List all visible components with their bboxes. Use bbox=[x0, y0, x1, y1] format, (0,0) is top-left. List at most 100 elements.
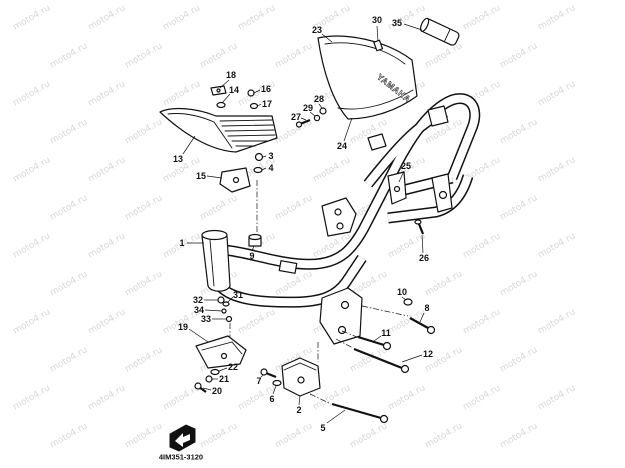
side-cover-bottom-flange bbox=[337, 89, 414, 110]
watermark-text: moto4.ru bbox=[499, 421, 540, 450]
callout-9: 9 bbox=[249, 251, 254, 261]
callout-20: 20 bbox=[212, 386, 222, 396]
leader-line bbox=[202, 387, 212, 391]
frame-rear-bracket-hole bbox=[438, 190, 448, 200]
callout-19: 19 bbox=[178, 322, 188, 332]
part-21 bbox=[205, 375, 213, 383]
callout-31: 31 bbox=[233, 290, 243, 300]
part-19-fold bbox=[201, 341, 243, 355]
callout-16: 16 bbox=[261, 84, 271, 94]
callout-14: 14 bbox=[229, 85, 239, 95]
leader-line bbox=[272, 385, 277, 395]
watermark-text: moto4.ru bbox=[49, 41, 90, 70]
part-8-shaft bbox=[409, 317, 429, 329]
callout-27: 27 bbox=[291, 112, 301, 122]
part-10 bbox=[403, 298, 413, 306]
leader-line bbox=[398, 170, 405, 183]
arrow-icon-mark bbox=[175, 433, 190, 447]
watermark-text: moto4.ru bbox=[87, 307, 128, 336]
callout-26: 26 bbox=[419, 253, 429, 263]
leader-line bbox=[227, 296, 234, 303]
watermark-text: moto4.ru bbox=[424, 421, 465, 450]
part-26-head bbox=[414, 219, 422, 225]
callout-12: 12 bbox=[423, 349, 433, 359]
leader-line bbox=[221, 93, 231, 104]
frame-center-hanger bbox=[321, 197, 357, 237]
watermark-text: moto4.ru bbox=[312, 155, 353, 184]
callout-1: 1 bbox=[179, 238, 184, 248]
callout-35: 35 bbox=[392, 18, 402, 28]
leader-line bbox=[260, 374, 264, 378]
leader-line bbox=[300, 117, 307, 121]
callout-4: 4 bbox=[268, 163, 273, 173]
callout-17: 17 bbox=[262, 99, 272, 109]
leader-line bbox=[262, 155, 267, 158]
leader-line bbox=[343, 117, 353, 142]
watermark-text: moto4.ru bbox=[462, 383, 503, 412]
callout-2: 2 bbox=[296, 405, 301, 415]
assembly-line bbox=[341, 330, 358, 338]
watermark-text: moto4.ru bbox=[12, 383, 53, 412]
part-11-head bbox=[382, 341, 392, 351]
part-35-end bbox=[419, 17, 430, 32]
watermark-text: moto4.ru bbox=[499, 193, 540, 222]
watermark-text: moto4.ru bbox=[49, 269, 90, 298]
callout-30: 30 bbox=[372, 15, 382, 25]
part-20-head bbox=[194, 382, 202, 390]
watermark-text: moto4.ru bbox=[237, 3, 278, 32]
leader-line bbox=[204, 309, 223, 312]
part-18-hole bbox=[216, 88, 221, 93]
callout-5: 5 bbox=[320, 423, 325, 433]
watermark-text: moto4.ru bbox=[199, 41, 240, 70]
watermark-text: moto4.ru bbox=[12, 231, 53, 260]
watermark-text: moto4.ru bbox=[462, 231, 503, 260]
part-19-hole bbox=[220, 352, 228, 360]
arrow-icon bbox=[169, 424, 196, 452]
callout-11: 11 bbox=[381, 328, 391, 338]
watermark-text: moto4.ru bbox=[49, 421, 90, 450]
watermark-text: moto4.ru bbox=[199, 421, 240, 450]
callout-15: 15 bbox=[196, 171, 206, 181]
side-cover-shell bbox=[317, 35, 418, 120]
watermark-text: moto4.ru bbox=[124, 193, 165, 222]
part-32 bbox=[217, 296, 225, 304]
part-3 bbox=[254, 152, 264, 162]
watermark-text: moto4.ru bbox=[162, 3, 203, 32]
frame-engine-mount-hole bbox=[337, 325, 347, 335]
watermark-text: moto4.ru bbox=[12, 79, 53, 108]
frame-head-pipe bbox=[201, 230, 231, 292]
part-27-head bbox=[295, 121, 303, 128]
watermark-text: moto4.ru bbox=[424, 269, 465, 298]
watermark-text: moto4.ru bbox=[274, 421, 315, 450]
watermark-text: moto4.ru bbox=[124, 269, 165, 298]
leader-line bbox=[401, 354, 423, 363]
callout-8: 8 bbox=[424, 303, 429, 313]
watermark-text: moto4.ru bbox=[87, 79, 128, 108]
callout-25: 25 bbox=[401, 161, 411, 171]
watermark-text: moto4.ru bbox=[424, 41, 465, 70]
callout-18: 18 bbox=[226, 70, 236, 80]
part-13 bbox=[159, 107, 278, 153]
watermark-text: moto4.ru bbox=[537, 79, 578, 108]
watermark-text: moto4.ru bbox=[12, 307, 53, 336]
part-5-head bbox=[379, 414, 389, 424]
part-15-hole bbox=[232, 176, 240, 184]
frame-engine-mount-plate bbox=[319, 287, 363, 345]
side-cover-top-flange bbox=[324, 42, 406, 65]
leader-line bbox=[421, 234, 424, 254]
assembly-line bbox=[309, 393, 332, 405]
callout-21: 21 bbox=[219, 374, 229, 384]
part-13-edge bbox=[167, 113, 233, 149]
frame-bracket-25-hole bbox=[393, 185, 401, 193]
callout-28: 28 bbox=[314, 94, 324, 104]
watermark-text: moto4.ru bbox=[124, 345, 165, 374]
watermark-text: moto4.ru bbox=[124, 421, 165, 450]
watermark-text: moto4.ru bbox=[499, 41, 540, 70]
watermark-text: moto4.ru bbox=[162, 79, 203, 108]
watermark-text: moto4.ru bbox=[87, 3, 128, 32]
leader-line bbox=[188, 328, 209, 343]
part-7-head bbox=[260, 368, 268, 376]
leader-line bbox=[298, 395, 301, 406]
part-11-shaft bbox=[357, 335, 385, 347]
